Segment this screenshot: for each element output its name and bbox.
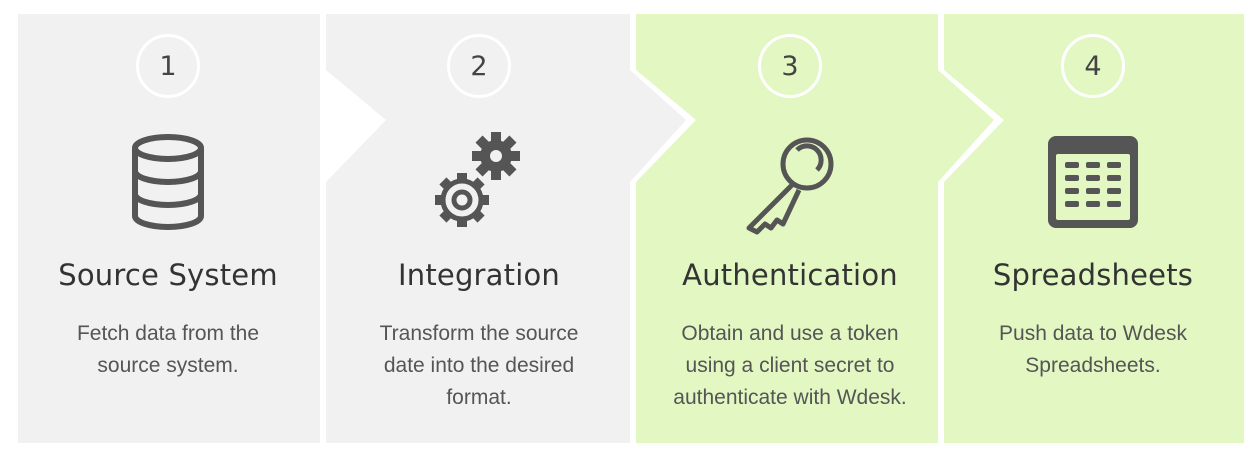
- step-title: Source System: [58, 258, 278, 292]
- desc-line: using a client secret to: [685, 354, 895, 377]
- step-4-panel: [944, 14, 1244, 443]
- step-2-panel: [326, 14, 686, 443]
- desc-line: Spreadsheets.: [1025, 354, 1161, 377]
- desc-line: authenticate with Wdesk.: [673, 386, 907, 409]
- desc-line: source system.: [97, 354, 239, 377]
- step-3-panel: [636, 14, 994, 443]
- step-description: Transform the source date into the desir…: [329, 318, 629, 414]
- step-title: Integration: [398, 258, 560, 292]
- step-description: Fetch data from the source system.: [18, 318, 318, 382]
- step-number: 1: [136, 34, 200, 98]
- desc-line: Fetch data from the: [76, 322, 260, 345]
- step-description: Obtain and use a token using a client se…: [640, 318, 940, 414]
- desc-line: Transform the source: [379, 322, 579, 345]
- step-4: 4 Spreadsheets Push data to Wdesk S: [943, 0, 1243, 460]
- step-number: 2: [447, 34, 511, 98]
- step-2: 2: [329, 0, 629, 460]
- step-description: Push data to Wdesk Spreadsheets.: [943, 318, 1243, 382]
- step-number: 3: [758, 34, 822, 98]
- database-icon: [113, 128, 223, 238]
- key-icon: [735, 128, 845, 238]
- desc-line: Push data to Wdesk: [999, 322, 1187, 345]
- step-title: Spreadsheets: [992, 258, 1194, 292]
- spreadsheet-icon: [1038, 128, 1148, 238]
- gears-icon: [424, 128, 534, 238]
- step-1: 1 Source System Fetch data from the sour…: [18, 0, 318, 460]
- step-number: 4: [1061, 34, 1125, 98]
- step-3: 3 Authentication Obtain and use a token …: [640, 0, 940, 460]
- desc-line: date into the desired: [383, 354, 575, 377]
- desc-line: Obtain and use a token: [681, 322, 899, 345]
- desc-line: format.: [446, 386, 512, 409]
- step-title: Authentication: [682, 258, 898, 292]
